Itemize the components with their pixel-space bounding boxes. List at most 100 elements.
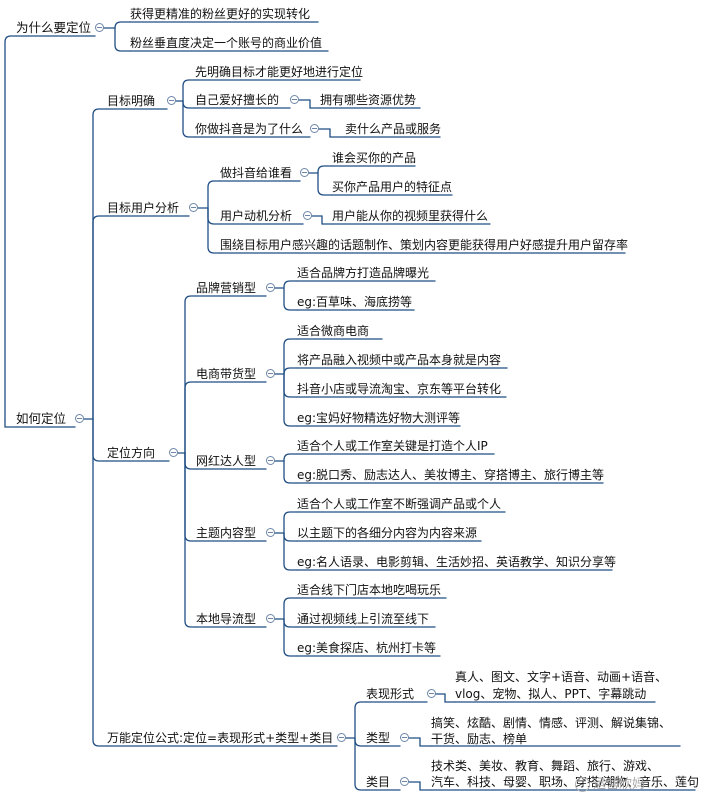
- node-formula-form[interactable]: 表现形式: [366, 687, 415, 701]
- node-goal-item-2-child[interactable]: 拥有哪些资源优势: [320, 93, 417, 107]
- watermark-text: 运营欣妈: [593, 777, 646, 792]
- node-formula-category-line-2[interactable]: 汽车、科技、母婴、职场、穿搭/潮物、音乐、莲句: [431, 775, 700, 789]
- node-dir-brand-item-1[interactable]: 适合品牌方打造品牌曝光: [297, 266, 430, 280]
- node-user-motive-item[interactable]: 用户能从你的视频里获得什么: [332, 209, 489, 223]
- connector-line: [182, 100, 196, 109]
- connector-line: [283, 618, 298, 657]
- connector-line: [317, 172, 333, 196]
- collapse-toggle-how[interactable]: [75, 414, 84, 423]
- collapse-toggle-direction[interactable]: [169, 448, 178, 457]
- node-how-position[interactable]: 如何定位: [16, 411, 67, 426]
- connector-line: [207, 207, 221, 225]
- node-dir-ecom-item-4[interactable]: eg:宝妈好物精选好物大测评等: [297, 411, 461, 425]
- connector-line: [317, 165, 333, 174]
- collapse-toggle-form[interactable]: [427, 689, 436, 698]
- connector-line: [354, 701, 367, 739]
- connector-line: [114, 21, 131, 29]
- node-dir-kol[interactable]: 网红达人型: [196, 454, 257, 468]
- node-formula-form-line-1[interactable]: 真人、图文、文字+语音、动画+语音、: [455, 670, 668, 684]
- connector-line: [92, 418, 108, 747]
- node-target-user[interactable]: 目标用户分析: [107, 201, 180, 215]
- collapse-toggle-theme[interactable]: [266, 528, 275, 537]
- connector-line: [354, 737, 367, 747]
- node-dir-local[interactable]: 本地导流型: [196, 612, 257, 626]
- node-user-who-item-1[interactable]: 谁会买你的产品: [332, 151, 417, 165]
- collapse-toggle-user-who[interactable]: [300, 168, 309, 177]
- node-dir-local-item-2[interactable]: 通过视频线上引流至线下: [297, 612, 430, 626]
- connector-line: [283, 532, 298, 542]
- watermark: 运营欣妈: [575, 773, 645, 792]
- connector-line: [283, 280, 298, 289]
- collapse-toggle-ecom[interactable]: [266, 369, 275, 378]
- node-dir-ecom[interactable]: 电商带货型: [196, 367, 257, 381]
- node-formula-type-line-2[interactable]: 干货、励志、榜单: [431, 732, 528, 746]
- node-user-motive[interactable]: 用户动机分析: [220, 209, 293, 223]
- connector-line: [354, 737, 367, 791]
- connector-line: [184, 452, 197, 542]
- node-dir-ecom-item-1[interactable]: 适合微商电商: [297, 324, 370, 338]
- node-dir-theme[interactable]: 主题内容型: [196, 526, 257, 540]
- collapse-toggle-goal-hobby[interactable]: [290, 95, 299, 104]
- node-goal-item-2[interactable]: 自己爱好擅长的: [195, 93, 280, 107]
- node-goal-item-3[interactable]: 你做抖音是为了什么: [195, 122, 304, 136]
- node-dir-local-item-1[interactable]: 适合线下门店本地吃喝玩乐: [297, 583, 442, 597]
- collapse-toggle-user[interactable]: [189, 203, 198, 212]
- connector-line: [283, 532, 298, 571]
- connector-line: [283, 287, 298, 311]
- node-user-who[interactable]: 做抖音给谁看: [220, 166, 293, 180]
- node-formula-type[interactable]: 类型: [366, 731, 391, 745]
- collapse-toggle-kol[interactable]: [266, 456, 275, 465]
- node-dir-kol-item-2[interactable]: eg:脱口秀、励志达人、美妆博主、穿搭博主、旅行博主等: [297, 468, 605, 482]
- node-formula-category-line-1[interactable]: 技术类、美妆、教育、舞蹈、旅行、游戏、: [431, 759, 660, 773]
- connector-line: [207, 207, 221, 254]
- node-dir-ecom-item-2[interactable]: 将产品融入视频中或产品本身就是内容: [297, 353, 502, 367]
- collapse-toggle-category[interactable]: [400, 777, 409, 786]
- node-formula[interactable]: 万能定位公式:定位=表现形式+类型+类目: [107, 731, 334, 745]
- node-direction[interactable]: 定位方向: [107, 446, 156, 460]
- node-why-position[interactable]: 为什么要定位: [16, 20, 92, 35]
- connector-line: [92, 108, 108, 420]
- collapse-toggle-formula[interactable]: [337, 733, 346, 742]
- node-dir-theme-item-3[interactable]: eg:名人语录、电影剪辑、生活妙招、英语教学、知识分享等: [297, 555, 617, 569]
- node-formula-category[interactable]: 类目: [366, 775, 391, 789]
- node-dir-local-item-3[interactable]: eg:美食探店、杭州打卡等: [297, 641, 437, 655]
- node-dir-brand[interactable]: 品牌营销型: [196, 281, 257, 295]
- node-goal-item-1[interactable]: 先明确目标才能更好地进行定位: [195, 65, 364, 79]
- node-dir-theme-item-2[interactable]: 以主题下的各细分内容为内容来源: [297, 526, 478, 540]
- node-user-note[interactable]: 围绕目标用户感兴趣的话题制作、策划内容更能获得用户好感提升用户留存率: [220, 238, 629, 252]
- connector-line: [283, 597, 298, 620]
- collapse-toggle-brand[interactable]: [266, 283, 275, 292]
- node-why-item-2[interactable]: 粉丝垂直度决定一个账号的商业价值: [130, 36, 323, 50]
- connector-line: [207, 180, 221, 209]
- connector-line: [4, 35, 17, 421]
- collapse-toggle-goal-purpose[interactable]: [310, 124, 319, 133]
- connector-line: [114, 27, 131, 52]
- node-goal-clear[interactable]: 目标明确: [107, 94, 156, 108]
- node-dir-ecom-item-3[interactable]: 抖音小店或导流淘宝、京东等平台转化: [297, 382, 502, 396]
- connector-line: [283, 460, 298, 484]
- node-why-item-1[interactable]: 获得更精准的粉丝更好的实现转化: [130, 7, 311, 21]
- connector-line: [298, 99, 321, 109]
- connector-line: [184, 452, 197, 470]
- collapse-toggle-goal[interactable]: [167, 96, 176, 105]
- connector-line: [283, 373, 298, 427]
- node-formula-type-line-1[interactable]: 搞笑、炫酷、剧情、情感、评测、解说集锦、: [431, 716, 672, 730]
- collapse-toggle-type[interactable]: [400, 733, 409, 742]
- collapse-toggle-user-motive[interactable]: [303, 211, 312, 220]
- connector-line: [184, 452, 197, 628]
- connector-line: [408, 737, 432, 747]
- connector-line: [283, 511, 298, 534]
- node-dir-theme-item-1[interactable]: 适合个人或工作室不断强调产品或个人: [297, 497, 502, 511]
- connector-line: [283, 338, 298, 375]
- node-dir-brand-item-2[interactable]: eg:百草味、海底捞等: [297, 295, 413, 309]
- collapse-toggle-local[interactable]: [266, 614, 275, 623]
- node-dir-kol-item-1[interactable]: 适合个人或工作室关键是打造个人IP: [297, 439, 488, 453]
- node-formula-form-line-2[interactable]: vlog、宠物、拟人、PPT、字幕跳动: [455, 687, 647, 701]
- connector-line: [184, 381, 197, 454]
- connector-line: [408, 781, 432, 791]
- connector-line: [184, 295, 197, 454]
- wechat-icon: [575, 777, 590, 792]
- collapse-toggle-why[interactable]: [95, 23, 104, 32]
- node-goal-item-3-child[interactable]: 卖什么产品或服务: [345, 122, 442, 136]
- node-user-who-item-2[interactable]: 买你产品用户的特征点: [332, 180, 453, 194]
